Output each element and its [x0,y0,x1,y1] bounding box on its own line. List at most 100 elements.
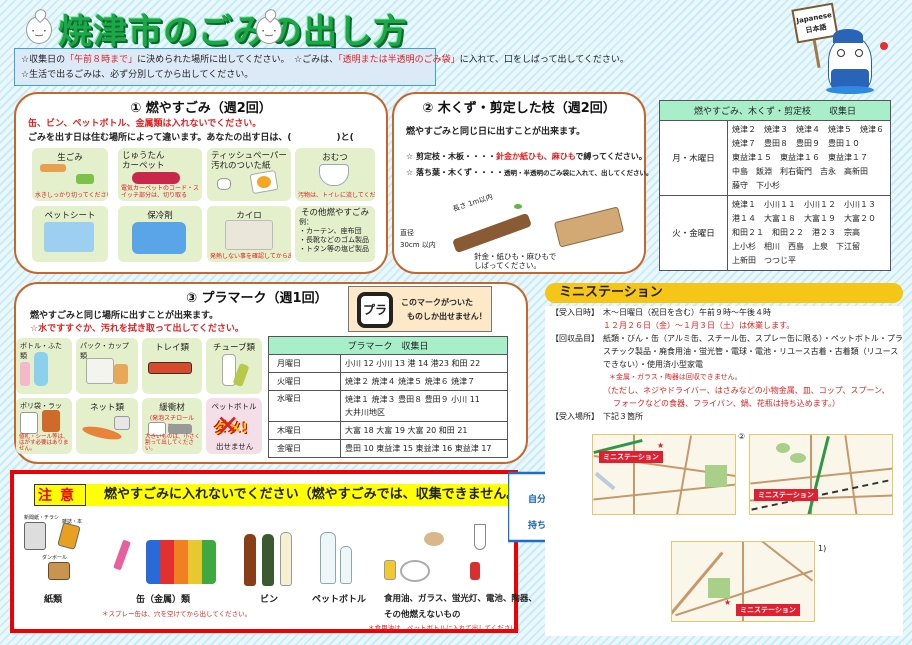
tile-ice-pack: 保冷剤 [118,206,202,262]
map-mini-station-2[interactable]: ★ ミニステーション [749,434,893,515]
tomato-icon [880,42,888,50]
burnable-title: ① 燃やすごみ（週2回） [130,101,272,116]
plastic-panel: ③ プラマーク（週1回） 燃やすごみと同じ場所に出すことが出来ます。 ☆水ですす… [14,282,528,464]
cardboard-box-icon [48,562,70,580]
sign-pole [812,37,821,69]
language-sign[interactable]: Japanese 日本語 [791,2,839,44]
wood-title: ② 木くず・剪定した枝（週2回） [422,101,616,116]
cans-icon [146,540,216,584]
glass-icon [474,524,486,550]
wood-board-icon [553,206,625,248]
tile-pet-sheet: ペットシート [32,206,108,262]
cup-icon [86,358,114,384]
leaf-icon [514,204,522,209]
tissue-icon [217,178,231,190]
glass-bottle-icon [280,532,292,586]
tile-heat-pack: カイロ 発熱しない事を確認してから出す [207,206,291,262]
diaper-icon [319,164,349,186]
spray-can-icon [113,539,131,571]
tile-carpet: じゅうたん カーペット 電気カーペットのコード・スイッチ部分は、切り取る [118,148,202,201]
styrofoam-icon [148,422,166,436]
fluorescent-lamp-icon [400,560,430,582]
pet-bottle-icon [340,546,352,584]
ice-pack-icon [132,222,186,254]
net-icon [114,416,130,430]
tile-tissue-paper: ティッシュペーパー 汚れのついた紙 [207,148,291,201]
star-marker-icon: ★ [657,441,665,450]
branch-bundle-icon [452,212,532,254]
tile-pet-bottles-not-allowed: ペットボトル ダメ! ✕ 出せません [206,398,262,454]
schedule-day: 火・金曜日 [659,195,728,271]
star-marker-icon: ★ [724,598,732,607]
schedule-day: 月・木曜日 [659,120,728,196]
pet-bottle-icon [320,532,336,584]
caution-badge: 注意 [34,484,86,506]
bottle-icon [20,362,30,386]
vegetable-icon [76,174,94,184]
burnable-schedule-header: 燃やすごみ、木くず・剪定枝 収集日 [659,100,891,121]
glass-bottle-icon [244,534,256,586]
map-marker-2: ② [738,432,746,441]
map-mini-station-3[interactable]: ★ ミニステーション [592,434,736,515]
pla-mark-box: プラ このマークがついた ものしか出せません！ [348,286,492,332]
tile-other-burnable: その他燃やすごみ 例： ・カーテン、座布団 ・長靴などのゴム製品 ・トタン等の塩… [295,206,375,262]
wood-panel: ② 木くず・剪定した枝（週2回） 燃やすごみと同じ日に出すことが出来ます。 ☆ … [392,92,653,274]
earthenware-pot-icon [424,532,444,546]
tile-cushioning: 緩衝材 (発泡スチロール等) 大きいものは、小さく割って出してください。 [142,398,202,454]
rolled-carpet-icon [132,172,180,184]
tube-icon [222,354,236,386]
wave-icon [826,86,874,94]
cooking-oil-icon [384,560,396,580]
map-marker-1: 1) [818,544,827,553]
caution-box: 注意 燃やすごみに入れないでください（燃やすごみでは、収集できません。） 新聞紙… [10,470,537,633]
not-allowed-stamp: ダメ! [214,421,248,437]
tile-diapers: おむつ 汚物は、トイレに流してください [295,148,375,201]
tile-bottles-caps: ボトル・ふた類 [16,338,72,394]
tray-icon [148,362,192,374]
plastic-schedule-table: プラマーク 収集日 月曜日小川 12 小川 13 港 14 港23 和田 22 … [268,336,508,458]
garbage-bag-mascot-icon: ･‿･ [256,16,282,44]
heat-pack-icon [225,220,273,250]
notice-line-1: ☆収集日の「午前８時まで」に決められた場所に出してください。 ☆ごみは、「透明ま… [21,55,629,65]
schedule-areas: 焼津２ 焼津３ 焼津４ 焼津５ 焼津６ 焼津７ 豊田８ 豊田９ 豊田１０ 東益津… [727,120,891,196]
glass-bottle-icon [262,534,274,586]
mini-station-title: ミニステーション [545,283,903,303]
tile-food-waste: 生ごみ 水きしっかり切ってください [32,148,108,201]
tile-trays: トレイ類 [142,338,202,394]
battery-icon [470,562,480,580]
cross-icon: ✕ [216,409,240,442]
burnable-schedule-table: 燃やすごみ、木くず・剪定枝 収集日 月・木曜日 焼津２ 焼津３ 焼津４ 焼津５ … [659,100,891,271]
tile-plastic-bags: ポリ袋・ラップ類 値札・シール等は、はがす必要はありません。 [16,398,72,454]
newspaper-icon [24,522,46,550]
page-title: 焼津市のごみの出し方 [58,12,408,52]
magazine-icon [57,522,81,550]
diameter-label: 直径 [400,229,414,237]
tie-note: 針金・紙ひも・麻ひもで しばってください。 [474,252,557,270]
package-icon [42,410,60,432]
notice-box: ☆収集日の「午前８時まで」に決められた場所に出してください。 ☆ごみは、「透明ま… [14,48,629,86]
burnable-panel: ① 燃やすごみ（週2回） 缶、ビン、ペットボトル、金属類は入れないでください。 … [14,92,403,274]
notice-line-2: ☆生活で出るごみは、必ず分別してから出してください。 [21,70,254,80]
garbage-bag-mascot-icon: ･‿･ [26,16,52,44]
cup-icon [114,364,128,384]
fish-bone-icon [40,164,66,172]
bring-in-label-1: 自分で [528,495,556,505]
plastic-bag-icon [20,412,38,434]
caution-heading: 注意 燃やすごみに入れないでください（燃やすごみでは、収集できません。） [34,484,534,506]
schedule-areas: 焼津１ 小川１１ 小川１２ 小川１３ 港１４ 大富１８ 大富１９ 大富２０ 和田… [727,195,891,271]
tile-packs-cups: パック・カップ類 [76,338,138,394]
pla-mark-icon: プラ [357,292,393,328]
burnable-day-prompt: ごみを出す日は住む場所によって違います。あなたの出す日は、( )と( ) [28,133,403,143]
diameter-value: 30cm 以内 [400,241,436,249]
city-mascot-icon [828,29,872,92]
bottle-icon [34,352,48,386]
tile-nets: ネット類 [76,398,138,454]
bubble-wrap-icon [168,424,192,434]
map-mini-station-1[interactable]: ★ ミニステーション [671,541,815,622]
length-label: 長さ 1m以内 [451,192,494,214]
tile-tubes: チューブ類 [206,338,262,394]
plastic-title: ③ プラマーク（週1回） [186,291,328,306]
pet-sheet-icon [44,222,94,252]
stain-icon [257,176,271,188]
burnable-warning: 缶、ビン、ペットボトル、金属類は入れないでください。 [28,119,262,129]
